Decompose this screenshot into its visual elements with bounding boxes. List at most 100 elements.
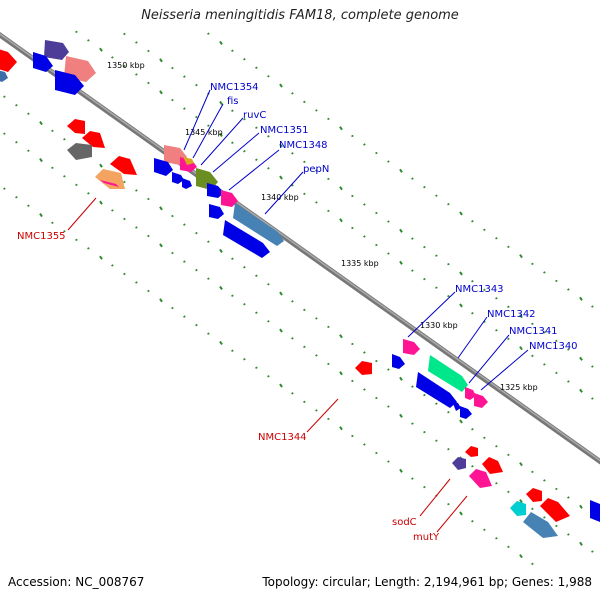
- gene-label-mutY[interactable]: mutY: [413, 532, 440, 543]
- gene-arrow[interactable]: [172, 172, 184, 184]
- gene-arrow[interactable]: [55, 70, 84, 95]
- major-tick: [159, 298, 163, 303]
- major-tick: [579, 541, 583, 546]
- gene-label-NMC1343[interactable]: NMC1343: [455, 284, 504, 295]
- minor-tick: [87, 247, 90, 250]
- minor-tick: [447, 410, 450, 414]
- minor-tick: [291, 92, 294, 95]
- gene-arrow[interactable]: [221, 190, 238, 207]
- gene-arrow[interactable]: [474, 393, 488, 408]
- minor-tick: [531, 507, 534, 511]
- gene-label-NMC1344[interactable]: NMC1344: [258, 432, 307, 443]
- gene-arrow[interactable]: [67, 143, 92, 160]
- gene-arrow[interactable]: [428, 355, 468, 392]
- minor-tick: [171, 306, 174, 310]
- minor-tick: [435, 194, 438, 197]
- minor-tick: [567, 380, 570, 383]
- minor-tick: [135, 189, 138, 192]
- gene-label-ruvC[interactable]: ruvC: [243, 110, 266, 121]
- minor-tick: [531, 322, 534, 326]
- gene-arrow[interactable]: [0, 48, 17, 72]
- minor-tick: [567, 288, 570, 291]
- major-tick: [219, 285, 223, 290]
- gene-label-NMC1342[interactable]: NMC1342: [487, 309, 536, 320]
- gene-arrow[interactable]: [207, 183, 224, 198]
- major-tick: [99, 163, 103, 168]
- gene-arrow[interactable]: [510, 501, 526, 516]
- minor-tick: [471, 465, 474, 468]
- minor-tick: [267, 320, 270, 323]
- major-tick: [579, 356, 583, 361]
- minor-tick: [75, 183, 78, 187]
- minor-tick: [495, 297, 498, 300]
- gene-arrow[interactable]: [110, 156, 137, 175]
- gene-arrow[interactable]: [183, 157, 194, 165]
- minor-tick: [231, 141, 234, 144]
- gene-label-NMC1355[interactable]: NMC1355: [17, 231, 66, 242]
- minor-tick: [243, 58, 246, 61]
- gene-arrow[interactable]: [482, 457, 503, 474]
- minor-tick: [375, 151, 378, 155]
- gene-arrow[interactable]: [223, 220, 270, 258]
- gene-label-NMC1348[interactable]: NMC1348: [279, 140, 328, 151]
- gene-arrow[interactable]: [460, 406, 472, 419]
- gene-arrow[interactable]: [154, 158, 173, 176]
- minor-tick: [267, 167, 270, 170]
- gene-arrow[interactable]: [523, 512, 558, 538]
- gene-arrow[interactable]: [82, 131, 105, 148]
- major-tick: [399, 228, 403, 233]
- gene-arrow[interactable]: [233, 203, 284, 246]
- minor-tick: [315, 354, 318, 357]
- gene-arrow[interactable]: [44, 40, 69, 60]
- minor-tick: [15, 141, 18, 144]
- gene-label-NMC1340[interactable]: NMC1340: [529, 341, 578, 352]
- minor-tick: [135, 73, 138, 76]
- gene-arrow[interactable]: [67, 119, 85, 134]
- gene-arrow[interactable]: [590, 500, 600, 522]
- gene-arrow[interactable]: [392, 354, 405, 369]
- gene-arrow[interactable]: [465, 446, 478, 457]
- major-tick: [399, 468, 403, 473]
- gene-label-sodC[interactable]: sodC: [392, 517, 417, 528]
- gene-arrow[interactable]: [0, 70, 8, 82]
- minor-tick: [543, 331, 546, 334]
- gene-label-fis[interactable]: fis: [227, 96, 239, 107]
- gene-label-pepN[interactable]: pepN: [303, 164, 329, 175]
- minor-tick: [351, 342, 354, 346]
- minor-tick: [351, 379, 354, 383]
- gene-arrow[interactable]: [100, 180, 119, 187]
- major-tick: [399, 413, 403, 418]
- gene-arrow[interactable]: [452, 457, 466, 470]
- minor-tick: [495, 537, 498, 540]
- minor-tick: [507, 305, 510, 309]
- gene-arrow[interactable]: [540, 498, 570, 522]
- minor-tick: [363, 235, 366, 238]
- gene-arrow[interactable]: [182, 178, 192, 189]
- gene-arrow[interactable]: [209, 204, 224, 219]
- minor-tick: [555, 279, 558, 283]
- minor-tick: [171, 251, 174, 255]
- gene-arrow[interactable]: [526, 488, 542, 502]
- gene-arrow[interactable]: [452, 401, 461, 411]
- gene-arrow[interactable]: [465, 387, 476, 400]
- gene-label-NMC1341[interactable]: NMC1341: [509, 326, 558, 337]
- major-tick: [219, 132, 223, 137]
- minor-tick: [423, 393, 426, 397]
- minor-tick: [423, 430, 426, 434]
- gene-arrow[interactable]: [416, 372, 457, 408]
- gene-label-NMC1354[interactable]: NMC1354: [210, 82, 259, 93]
- gene-arrow[interactable]: [469, 469, 492, 488]
- minor-tick: [303, 308, 306, 312]
- gene-label-NMC1351[interactable]: NMC1351: [260, 125, 309, 136]
- gene-arrow[interactable]: [95, 169, 125, 189]
- minor-tick: [315, 409, 318, 412]
- gene-arrow[interactable]: [33, 52, 53, 72]
- minor-tick: [87, 39, 90, 42]
- gene-arrow[interactable]: [355, 361, 372, 375]
- gene-arrow[interactable]: [403, 339, 420, 355]
- minor-tick: [447, 202, 450, 206]
- minor-tick: [243, 266, 246, 269]
- minor-tick: [3, 132, 6, 135]
- minor-tick: [207, 332, 210, 335]
